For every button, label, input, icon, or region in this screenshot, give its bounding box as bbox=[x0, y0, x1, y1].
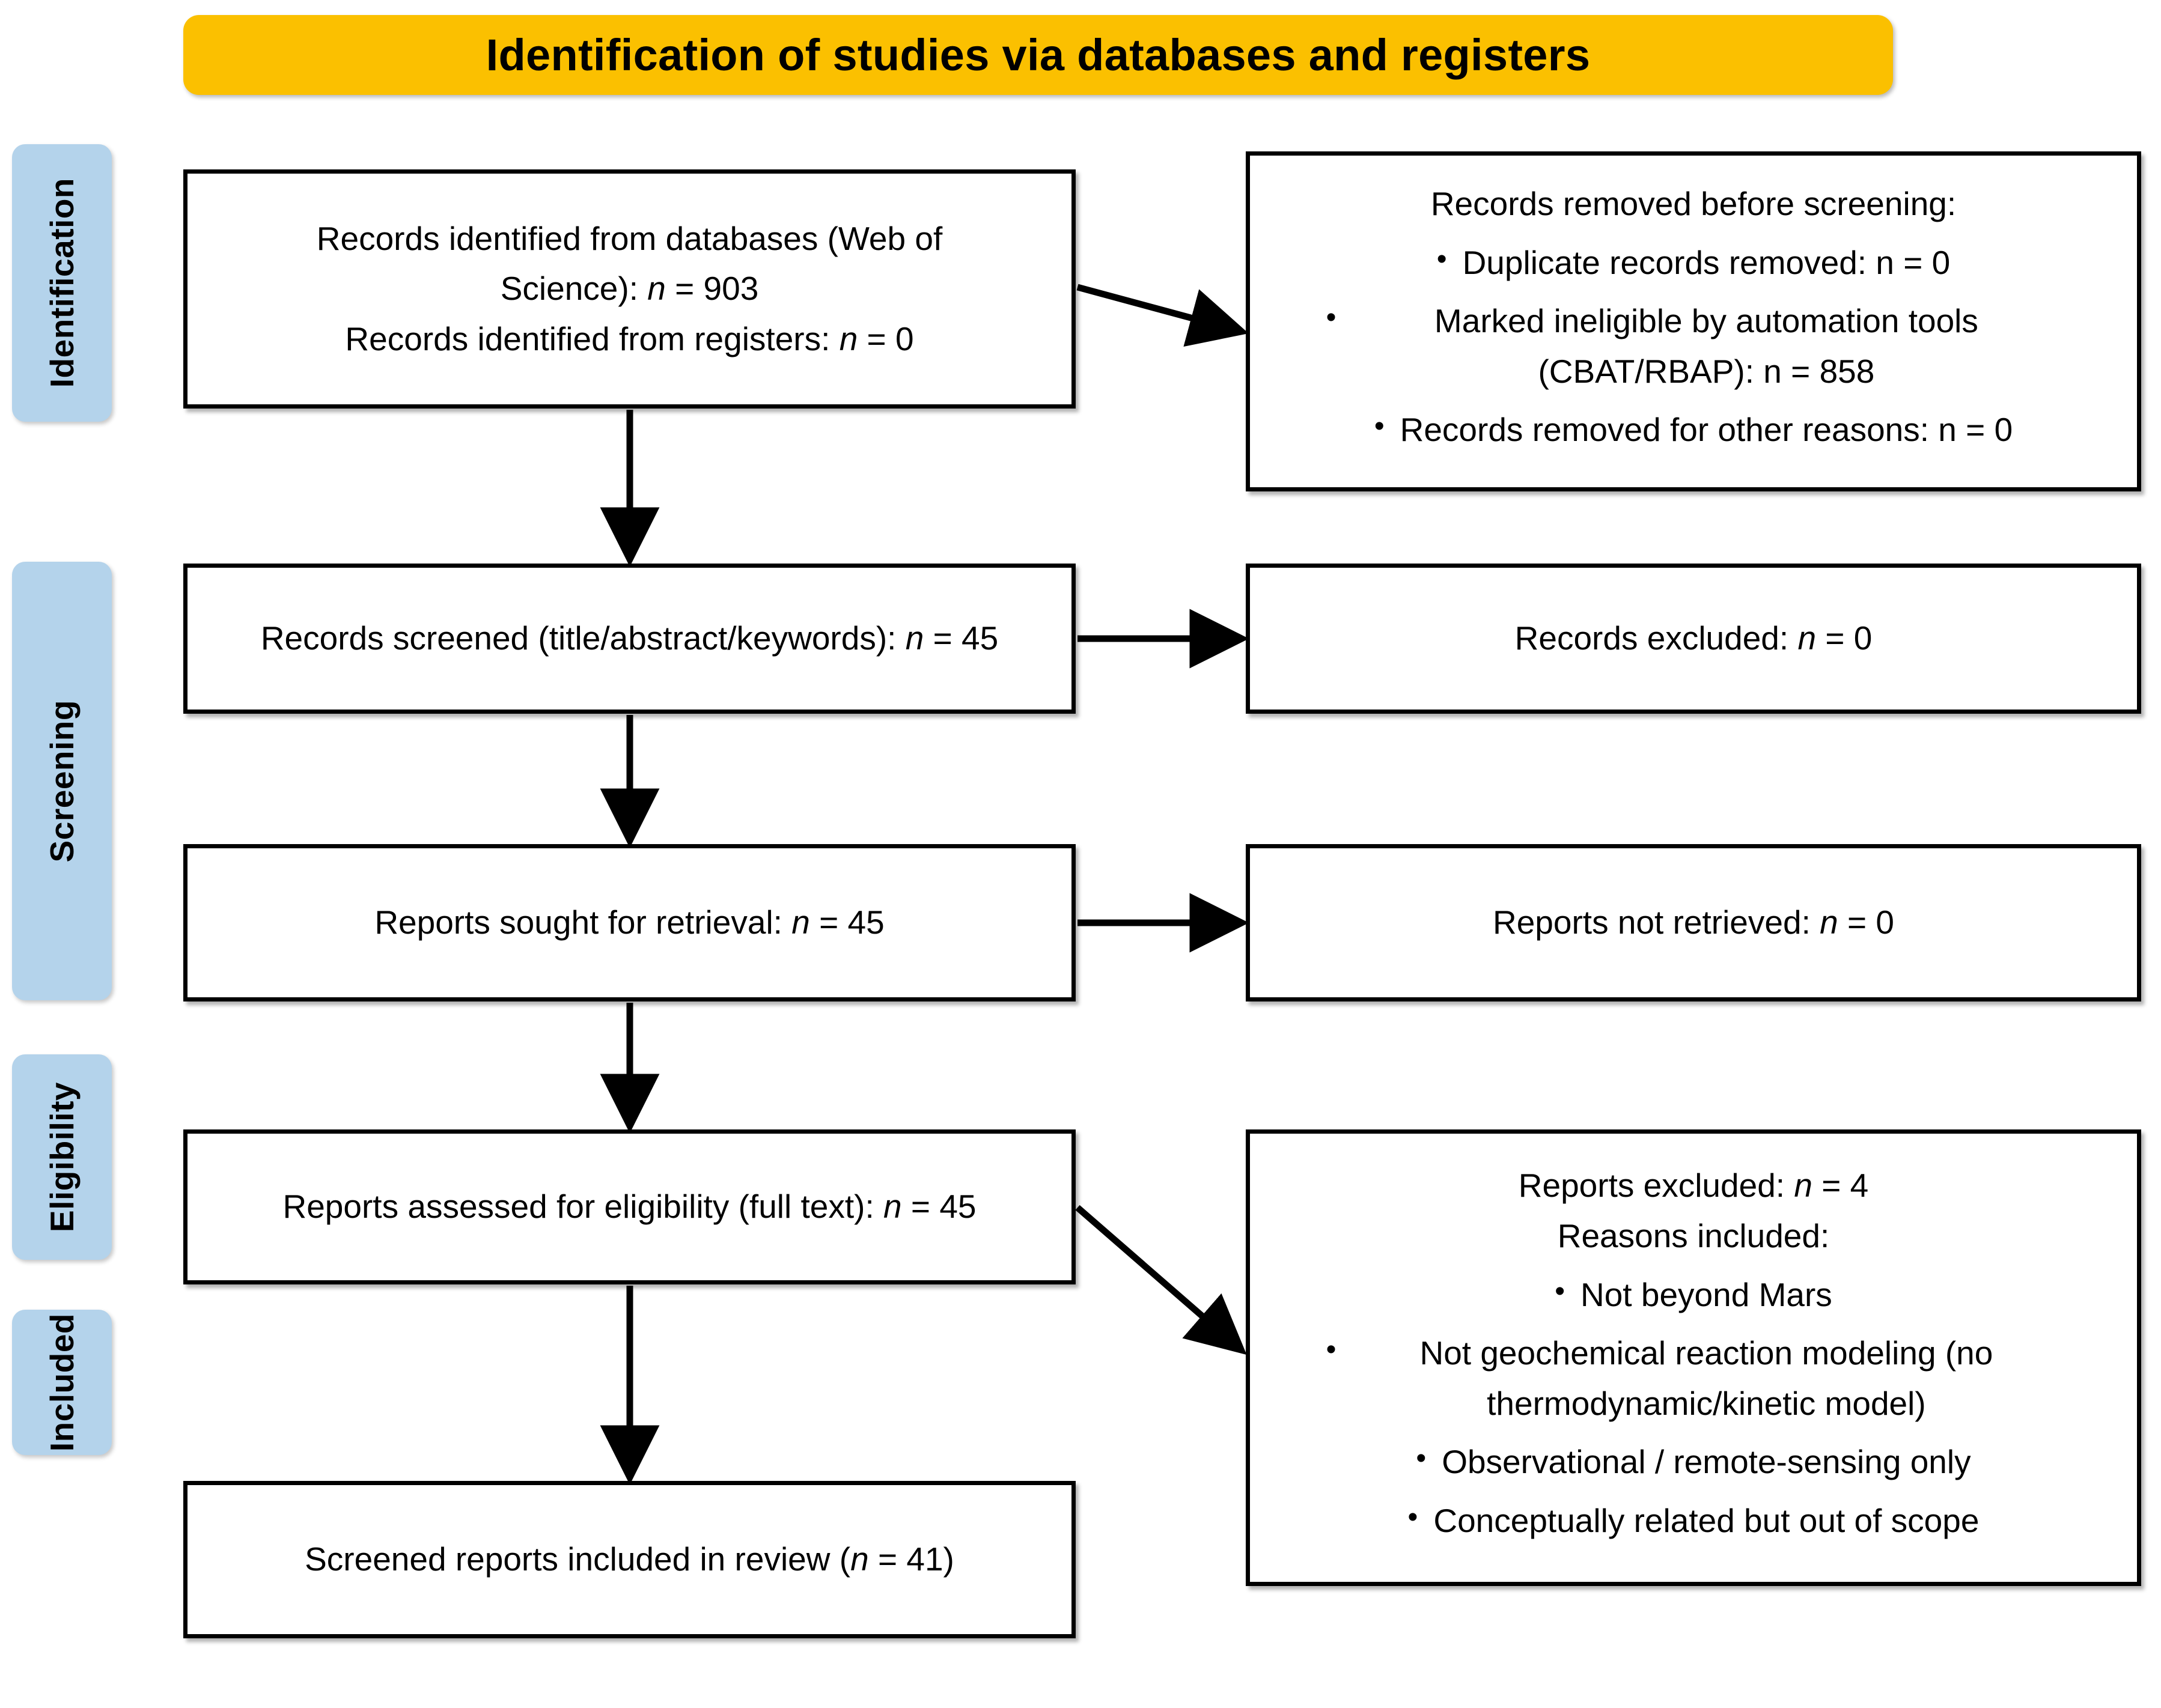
records-removed-bullet-list: • Duplicate records removed: n = 0 • Mar… bbox=[1250, 229, 2137, 464]
list-item-label: Not beyond Mars bbox=[1580, 1275, 1832, 1313]
reports-sought-text: Reports sought for retrieval: n = 45 bbox=[374, 904, 885, 941]
stage-tab-eligibility-label: Eligibility bbox=[43, 1082, 81, 1232]
stage-tab-screening-label: Screening bbox=[43, 699, 81, 863]
records-identified-line1: Records identified from databases (Web o… bbox=[316, 219, 943, 257]
italic-n: n bbox=[905, 619, 924, 657]
list-item: • Records removed for other reasons: n =… bbox=[1250, 405, 2137, 455]
bullet-icon: • bbox=[1326, 1334, 1337, 1366]
italic-n: n bbox=[647, 270, 666, 308]
italic-n: n bbox=[850, 1540, 869, 1578]
diagram-title-banner: Identification of studies via databases … bbox=[183, 15, 1893, 95]
box-reports-not-retrieved: Reports not retrieved: n = 0 bbox=[1246, 844, 2141, 1001]
list-item-label: Marked ineligible by automation tools (C… bbox=[1434, 302, 1978, 390]
stage-tab-included: Included bbox=[12, 1310, 112, 1455]
list-item-label: Conceptually related but out of scope bbox=[1433, 1501, 1980, 1539]
bullet-icon: • bbox=[1416, 1442, 1427, 1475]
reports-not-retrieved-text: Reports not retrieved: n = 0 bbox=[1492, 904, 1895, 941]
reports-included-text: Screened reports included in review (n =… bbox=[305, 1540, 954, 1578]
box-records-removed: Records removed before screening: • Dupl… bbox=[1246, 151, 2141, 491]
italic-n: n bbox=[1820, 904, 1838, 941]
list-item: • Marked ineligible by automation tools … bbox=[1250, 296, 2137, 397]
reports-excluded-subheading: Reasons included: bbox=[1557, 1217, 1830, 1255]
box-records-identified: Records identified from databases (Web o… bbox=[183, 169, 1076, 409]
italic-n: n bbox=[1797, 619, 1817, 657]
reports-excluded-heading: Reports excluded: n = 4 bbox=[1518, 1167, 1869, 1205]
list-item-label: Observational / remote-sensing only bbox=[1442, 1443, 1971, 1481]
list-item-label: Duplicate records removed: n = 0 bbox=[1462, 243, 1951, 281]
italic-n: n bbox=[1794, 1167, 1812, 1205]
stage-tab-identification-label: Identification bbox=[43, 178, 81, 388]
records-identified-line2: Science): n = 903 bbox=[500, 270, 759, 308]
stage-tab-included-label: Included bbox=[43, 1313, 81, 1452]
list-item: • Not beyond Mars bbox=[1250, 1270, 2137, 1321]
box-reports-included: Screened reports included in review (n =… bbox=[183, 1481, 1076, 1638]
reports-assessed-text: Reports assessed for eligibility (full t… bbox=[282, 1188, 977, 1226]
italic-n: n bbox=[883, 1188, 902, 1226]
records-removed-heading: Records removed before screening: bbox=[1430, 185, 1957, 223]
stage-tab-eligibility: Eligibility bbox=[12, 1054, 112, 1260]
bullet-icon: • bbox=[1555, 1275, 1565, 1307]
records-identified-line3: Records identified from registers: n = 0 bbox=[345, 320, 914, 357]
box-reports-assessed: Reports assessed for eligibility (full t… bbox=[183, 1129, 1076, 1284]
reports-excluded-bullet-list: • Not beyond Mars • Not geochemical reac… bbox=[1250, 1262, 2137, 1555]
box-reports-excluded: Reports excluded: n = 4 Reasons included… bbox=[1246, 1129, 2141, 1586]
italic-n: n bbox=[791, 904, 810, 941]
list-item: • Observational / remote-sensing only bbox=[1250, 1437, 2137, 1488]
diagram-title: Identification of studies via databases … bbox=[486, 29, 1591, 80]
arrow-assessed-to-reports-excluded bbox=[1075, 1205, 1247, 1355]
arrow-identified-to-removed bbox=[1076, 284, 1249, 347]
records-excluded-text: Records excluded: n = 0 bbox=[1514, 619, 1873, 657]
bullet-icon: • bbox=[1326, 302, 1337, 334]
records-screened-text: Records screened (title/abstract/keyword… bbox=[260, 619, 999, 657]
italic-n: n bbox=[839, 320, 858, 357]
list-item: • Not geochemical reaction modeling (no … bbox=[1250, 1328, 2137, 1429]
box-records-excluded: Records excluded: n = 0 bbox=[1246, 564, 2141, 714]
bullet-icon: • bbox=[1374, 410, 1385, 443]
box-records-screened: Records screened (title/abstract/keyword… bbox=[183, 564, 1076, 714]
list-item: • Conceptually related but out of scope bbox=[1250, 1496, 2137, 1546]
list-item-label: Records removed for other reasons: n = 0 bbox=[1400, 411, 2013, 449]
list-item-label: Not geochemical reaction modeling (no th… bbox=[1419, 1334, 1993, 1422]
list-item: • Duplicate records removed: n = 0 bbox=[1250, 238, 2137, 288]
bullet-icon: • bbox=[1407, 1501, 1418, 1533]
bullet-icon: • bbox=[1436, 243, 1447, 275]
box-reports-sought: Reports sought for retrieval: n = 45 bbox=[183, 844, 1076, 1001]
stage-tab-screening: Screening bbox=[12, 562, 112, 1000]
stage-tab-identification: Identification bbox=[12, 144, 112, 422]
